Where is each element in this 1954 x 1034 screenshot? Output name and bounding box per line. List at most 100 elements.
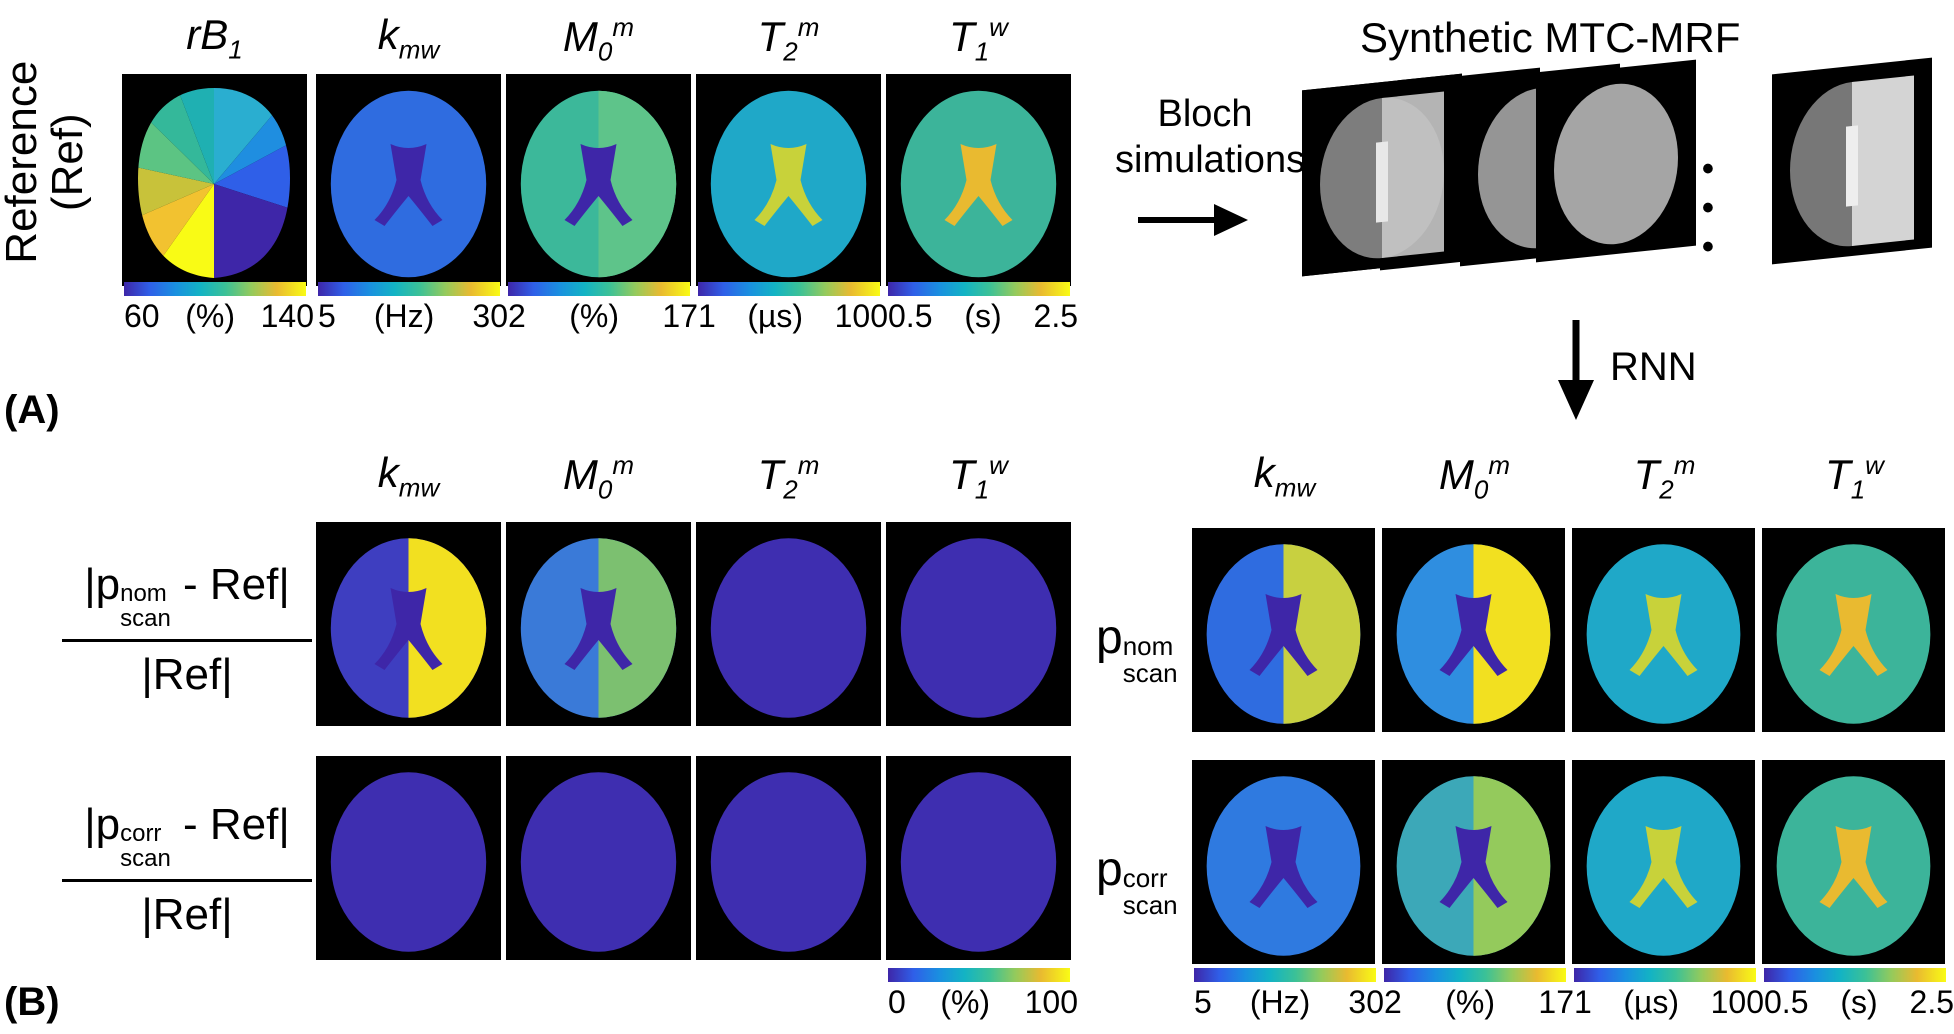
header-base: M xyxy=(562,13,598,60)
colorbar-min: 0.5 xyxy=(1764,984,1809,1020)
bloch-line-2: simulations xyxy=(1115,138,1306,181)
colorbar-min: 1 xyxy=(698,298,716,334)
error-corr-t2m xyxy=(696,756,881,960)
ref-m0m-map xyxy=(506,74,691,286)
error-corr-m0m xyxy=(506,756,691,960)
colorbar-min: 2 xyxy=(508,298,526,334)
colorbar-labels: 2(%)17 xyxy=(508,300,698,332)
err-corr-den: |Ref| xyxy=(141,890,233,940)
column-header: T2m xyxy=(696,14,881,64)
p-corr-kmw xyxy=(1192,760,1375,964)
colorbar xyxy=(508,282,690,296)
p-nom-sub: scan xyxy=(1122,658,1178,689)
colorbar xyxy=(1764,968,1946,982)
error-nom-t1w xyxy=(886,522,1071,726)
colorbar-max: 30 xyxy=(472,298,508,334)
bloch-line-1: Bloch xyxy=(1157,93,1253,135)
column-header: kmw xyxy=(316,11,501,63)
colorbar xyxy=(888,968,1070,982)
header-sub: 1 xyxy=(1850,474,1866,505)
header-base: M xyxy=(562,451,598,498)
err-nom-rest: - Ref| xyxy=(170,560,290,609)
colorbar-max: 2.5 xyxy=(1909,984,1954,1020)
column-header: T2m xyxy=(1572,452,1757,502)
header-sup: m xyxy=(1488,450,1511,480)
header-sub: mw xyxy=(1274,472,1316,503)
header-sub: 0 xyxy=(597,474,613,505)
header-sup: m xyxy=(797,12,820,42)
colorbar xyxy=(1194,968,1376,982)
colorbar-unit: (s) xyxy=(1840,984,1878,1020)
header-sub: 0 xyxy=(1473,474,1489,505)
err-nom-p: |p xyxy=(84,560,121,609)
p-corr-t1w xyxy=(1762,760,1945,964)
reference-row-label: Reference (Ref) xyxy=(0,47,92,277)
colorbar-unit: (%) xyxy=(185,298,235,334)
err-corr-sub: scan xyxy=(120,845,171,873)
p-nom-kmw xyxy=(1192,528,1375,732)
mrf-frame-last xyxy=(1772,57,1932,265)
column-header: M0m xyxy=(1382,452,1567,502)
colorbar-unit: (s) xyxy=(964,298,1002,334)
err-nom-sup: nom xyxy=(120,580,167,607)
err-corr-sup: corr xyxy=(120,820,162,847)
header-base: k xyxy=(377,11,399,58)
colorbar xyxy=(1384,968,1566,982)
column-header: kmw xyxy=(316,452,501,501)
colorbar-unit: (%) xyxy=(940,984,991,1020)
column-header: T1w xyxy=(886,452,1071,502)
colorbar-min: 0 xyxy=(888,984,906,1020)
column-header: T1w xyxy=(1762,452,1947,502)
colorbar-labels: 5(Hz)30 xyxy=(1194,986,1384,1018)
error-corr-t1w xyxy=(886,756,1071,960)
colorbar-max: 100 xyxy=(1024,984,1078,1020)
colorbar-unit: (Hz) xyxy=(373,298,435,334)
p-nom-sup: nom xyxy=(1122,631,1174,661)
header-sup: m xyxy=(612,450,635,480)
p-corr-p: p xyxy=(1096,843,1123,896)
colorbar xyxy=(124,282,306,296)
column-header: T2m xyxy=(696,452,881,502)
header-base: T xyxy=(1633,451,1660,498)
colorbar-labels: 1 (µs) 100 xyxy=(698,300,888,332)
synthetic-title: Synthetic MTC-MRF xyxy=(1360,14,1741,61)
error-nom-t2m xyxy=(696,522,881,726)
ref-t1w-map xyxy=(886,74,1071,286)
colorbar xyxy=(318,282,500,296)
mrf-frame xyxy=(1536,59,1696,263)
header-base: T xyxy=(757,13,784,60)
colorbar xyxy=(698,282,880,296)
colorbar-max: 100 xyxy=(1710,984,1764,1020)
header-sub: 0 xyxy=(597,36,613,67)
error-nom-kmw xyxy=(316,522,501,726)
err-corr-p: |p xyxy=(84,800,121,849)
p-corr-m0m xyxy=(1382,760,1565,964)
header-sub: 2 xyxy=(1659,474,1674,505)
header-sub: 1 xyxy=(974,474,990,505)
p-nom-m0m xyxy=(1382,528,1565,732)
header-base: T xyxy=(1825,451,1851,498)
header-base: T xyxy=(949,13,975,60)
p-corr-sub: scan xyxy=(1122,890,1178,921)
colorbar-max: 17 xyxy=(662,298,698,334)
header-sub: 1 xyxy=(228,34,243,65)
colorbar-min: 1 xyxy=(1574,984,1592,1020)
error-corr-kmw xyxy=(316,756,501,960)
colorbar-labels: 0 (%) 100 xyxy=(888,986,1078,1018)
p-nom-t1w xyxy=(1762,528,1945,732)
ref-rb1-map xyxy=(122,74,307,286)
colorbar-labels: 5(Hz)30 xyxy=(318,300,508,332)
colorbar-labels: 0.5 (s) 2.5 xyxy=(1764,986,1954,1018)
column-header: kmw xyxy=(1192,452,1377,503)
column-header: rB1 xyxy=(122,14,307,65)
colorbar-unit: (µs) xyxy=(747,298,804,334)
colorbar-min: 60 xyxy=(124,298,160,334)
header-sup: m xyxy=(1673,450,1696,480)
header-base: M xyxy=(1438,451,1474,498)
colorbar-max: 100 xyxy=(834,298,888,334)
err-nom-den: |Ref| xyxy=(141,650,233,700)
